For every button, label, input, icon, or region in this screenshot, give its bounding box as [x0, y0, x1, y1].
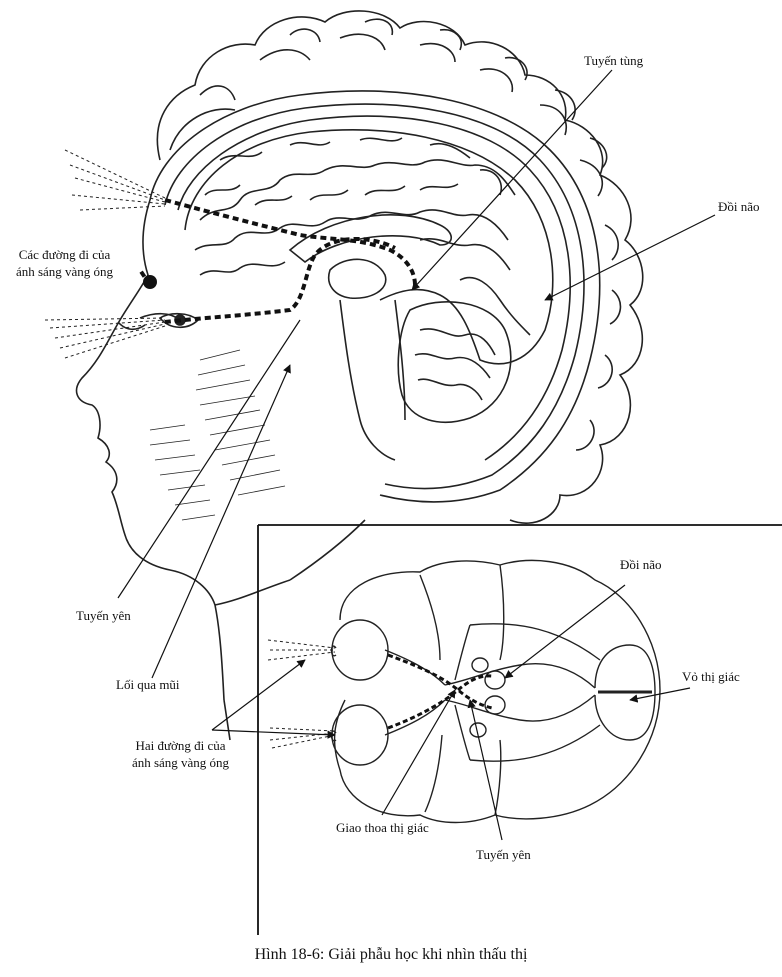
pointer-pineal: [411, 69, 613, 291]
optic-pathways: [138, 198, 417, 324]
label-thalamus-top: Đồi não: [718, 199, 760, 214]
label-two-paths-line2: ánh sáng vàng óng: [131, 755, 230, 770]
label-pituitary-inset: Tuyến yên: [476, 847, 531, 862]
inset-pointers: [211, 584, 691, 841]
inset-light-rays: [267, 639, 336, 749]
head-profile: [75, 10, 644, 741]
cerebellum: [397, 301, 512, 423]
brainstem: [339, 299, 406, 461]
pointer-thalamus-inset: [504, 584, 626, 679]
label-thalamus-inset: Đồi não: [620, 557, 662, 572]
pointer-two-paths-a: [211, 659, 306, 731]
label-two-paths: Hai đường đi của ánh sáng vàng óng: [118, 737, 243, 771]
pointer-two-paths-b: [211, 729, 336, 739]
inset-panel: [257, 524, 782, 935]
inset-eye-bottom: [331, 704, 389, 766]
inset-eye-top: [331, 619, 389, 681]
label-light-paths: Các đường đi của ánh sáng vàng óng: [2, 246, 127, 280]
pointer-chiasm: [381, 689, 456, 816]
label-pituitary-left: Tuyến yên: [76, 608, 131, 623]
figure-caption: Hình 18-6: Giải phẫu học khi nhìn thấu t…: [254, 946, 528, 963]
pointer-lines: [117, 69, 716, 679]
cerebrum: [184, 129, 554, 365]
light-rays-upper: [44, 149, 166, 359]
label-pineal: Tuyến tùng: [584, 53, 644, 68]
inset-optic-paths: [387, 653, 493, 730]
pointer-nasal: [151, 364, 291, 679]
face-profile: [75, 199, 225, 701]
label-nasal-passage: Lối qua mũi: [116, 677, 180, 692]
label-light-paths-line1: Các đường đi của: [18, 247, 111, 262]
label-optic-chiasm: Giao thoa thị giác: [336, 820, 429, 835]
skull-inner: [164, 103, 585, 490]
pointer-thalamus-top: [544, 214, 716, 301]
skull-outer: [149, 90, 601, 503]
pointer-visual-cortex: [629, 687, 691, 703]
pointer-pituitary-left: [117, 319, 301, 599]
label-two-paths-line1: Hai đường đi của: [135, 738, 226, 753]
pointer-pituitary-inset: [467, 699, 503, 841]
label-light-paths-line2: ánh sáng vàng óng: [15, 264, 114, 279]
label-visual-cortex: Vỏ thị giác: [682, 669, 740, 684]
inset-brain: [330, 559, 661, 824]
